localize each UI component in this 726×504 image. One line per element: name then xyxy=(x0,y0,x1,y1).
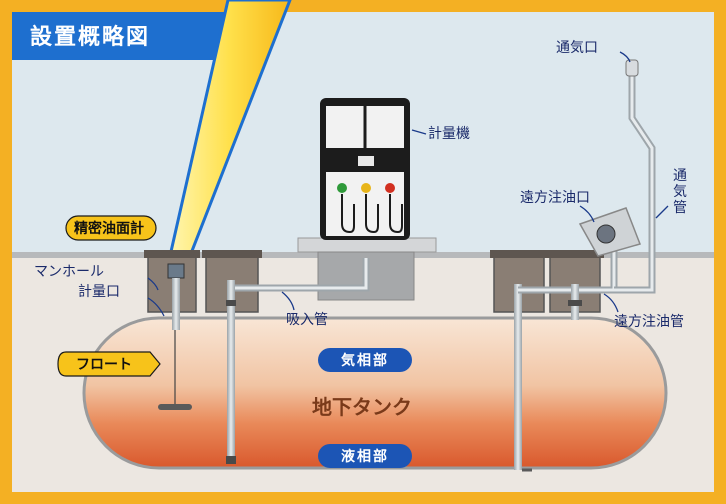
precision-gauge-tag: 精密油面計 xyxy=(65,215,157,241)
float xyxy=(158,330,192,410)
manhole-gauge xyxy=(144,250,200,330)
leader-manhole xyxy=(147,277,159,291)
vapor-phase-pill: 気相部 xyxy=(318,348,412,372)
vent-outlet-label: 通気口 xyxy=(556,40,598,56)
page-title: 設置概略図 xyxy=(30,24,150,50)
leader-vent-pipe xyxy=(655,205,669,219)
leader-remote-fill-port xyxy=(579,205,595,223)
remote-fill-port xyxy=(578,207,641,257)
remote-fill-pipe-label: 遠方注油管 xyxy=(614,314,684,330)
leader-vent-outlet xyxy=(619,51,631,63)
tank-label: 地下タンク xyxy=(312,395,412,419)
vent-pipe-label-vertical: 通気管 xyxy=(673,168,687,216)
vent-pipe xyxy=(614,59,656,294)
float-label: フロート xyxy=(76,357,132,373)
leader-remote-fill-pipe xyxy=(603,293,619,313)
suction-pipe-label: 吸入管 xyxy=(286,312,328,328)
title-banner: 設置概略図 xyxy=(12,12,238,60)
remote-fill-port-label: 遠方注油口 xyxy=(520,190,590,206)
suction-pipe xyxy=(226,258,370,464)
leader-meter xyxy=(411,129,427,135)
vent-pipe-label: 通気管 xyxy=(673,168,687,216)
precision-gauge-label: 精密油面計 xyxy=(74,220,144,237)
float-tag: フロート xyxy=(57,351,161,377)
vapor-phase-label: 気相部 xyxy=(341,352,389,369)
liquid-phase-label: 液相部 xyxy=(341,448,389,465)
leader-suction-pipe xyxy=(281,291,295,311)
leader-measuring-port xyxy=(147,297,165,317)
liquid-phase-pill: 液相部 xyxy=(318,444,412,468)
manhole-label: マンホール xyxy=(34,264,104,280)
measuring-port-label: 計量口 xyxy=(78,284,120,300)
meter-label: 計量機 xyxy=(428,126,470,142)
